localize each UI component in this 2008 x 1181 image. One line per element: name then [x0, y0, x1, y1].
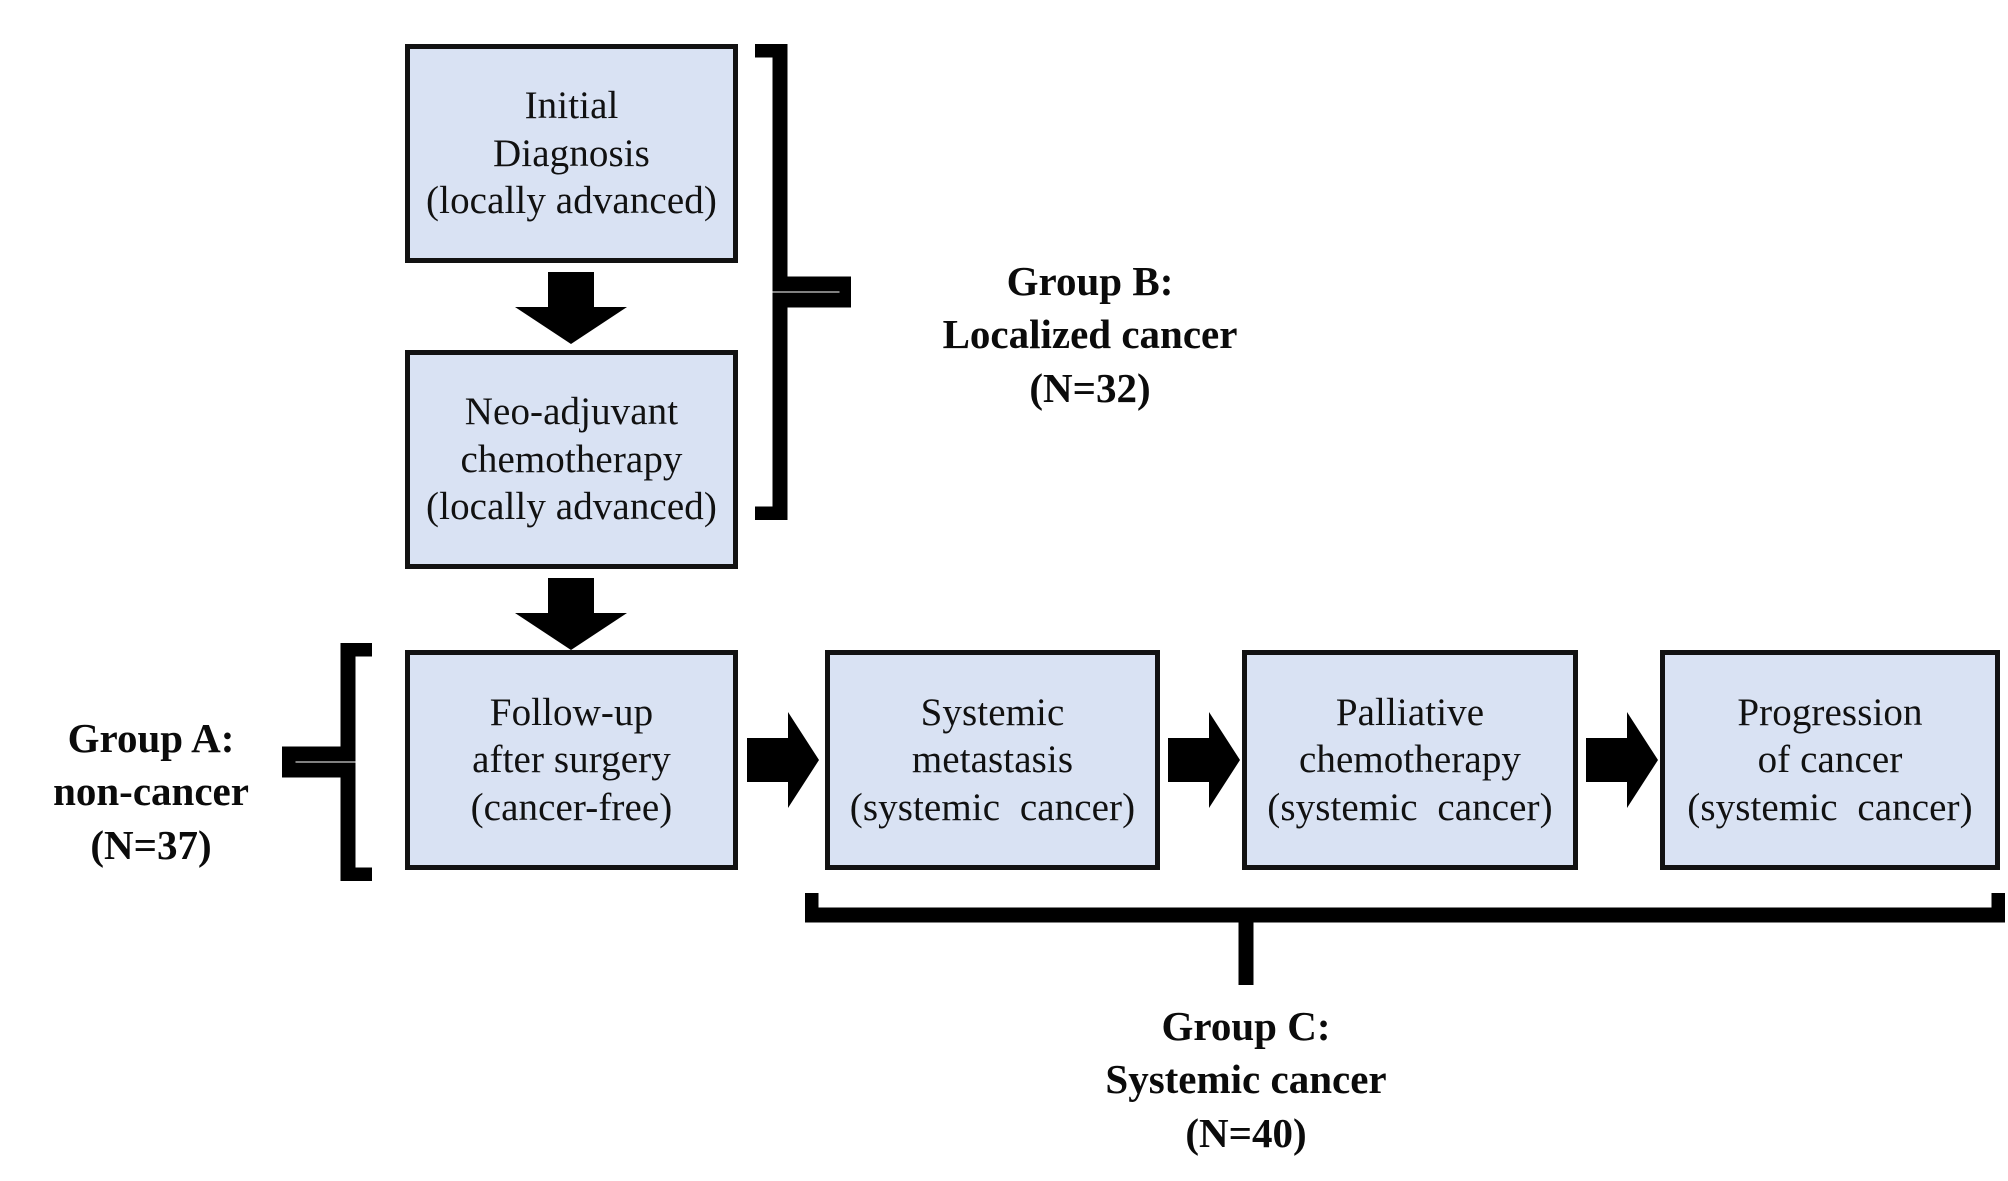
group-label-line: (N=37): [90, 821, 212, 868]
box-palliative-chemotherapy: Palliative chemotherapy (systemic cancer…: [1242, 650, 1578, 870]
box-line: Systemic: [920, 690, 1065, 734]
box-follow-up-after-surgery: Follow-up after surgery (cancer-free): [405, 650, 738, 870]
group-label-line: Systemic cancer: [1105, 1056, 1387, 1103]
box-line: (locally advanced): [426, 179, 717, 223]
group-label-c: Group C: Systemic cancer (N=40): [1011, 1000, 1481, 1160]
arrow-metastasis-to-palliative: [1168, 712, 1240, 808]
group-label-a: Group A: non-cancer (N=37): [18, 712, 284, 872]
box-neoadjuvant-chemotherapy: Neo-adjuvant chemotherapy (locally advan…: [405, 350, 738, 569]
bracket-group-b: [755, 44, 851, 520]
box-systemic-metastasis: Systemic metastasis (systemic cancer): [825, 650, 1160, 870]
arrow-diagnosis-to-neoadjuvant: [515, 272, 627, 344]
box-line: Progression: [1737, 690, 1923, 734]
group-label-line: Group B:: [1006, 258, 1174, 304]
bracket-group-c: [805, 893, 2005, 991]
box-progression-of-cancer: Progression of cancer (systemic cancer): [1660, 650, 2000, 870]
box-line: Initial: [524, 84, 619, 128]
box-line: (cancer-free): [470, 785, 673, 829]
group-label-line: Group C:: [1161, 1003, 1331, 1049]
box-line: chemotherapy: [460, 437, 683, 481]
box-line: of cancer: [1757, 738, 1903, 782]
box-line: after surgery: [472, 738, 671, 782]
box-line: (systemic cancer): [849, 785, 1136, 829]
box-line: (locally advanced): [426, 485, 717, 529]
group-label-line: non-cancer: [53, 768, 249, 815]
box-line: Palliative: [1335, 690, 1485, 734]
box-line: Follow-up: [489, 690, 654, 734]
arrow-neoadjuvant-to-followup: [515, 578, 627, 650]
box-initial-diagnosis: Initial Diagnosis (locally advanced): [405, 44, 738, 263]
group-label-line: Group A:: [67, 715, 235, 761]
group-label-line: Localized cancer: [942, 311, 1238, 358]
arrow-followup-to-metastasis: [747, 712, 819, 808]
box-line: (systemic cancer): [1687, 785, 1973, 829]
group-label-b: Group B: Localized cancer (N=32): [855, 255, 1325, 415]
box-line: Neo-adjuvant: [464, 390, 679, 434]
bracket-group-a: [282, 643, 372, 881]
box-line: metastasis: [911, 738, 1074, 782]
arrow-palliative-to-progression: [1586, 712, 1658, 808]
box-line: (systemic cancer): [1267, 785, 1553, 829]
box-line: Diagnosis: [493, 131, 650, 175]
group-label-line: (N=32): [1029, 364, 1151, 411]
box-line: chemotherapy: [1298, 738, 1522, 782]
group-label-line: (N=40): [1185, 1109, 1307, 1156]
